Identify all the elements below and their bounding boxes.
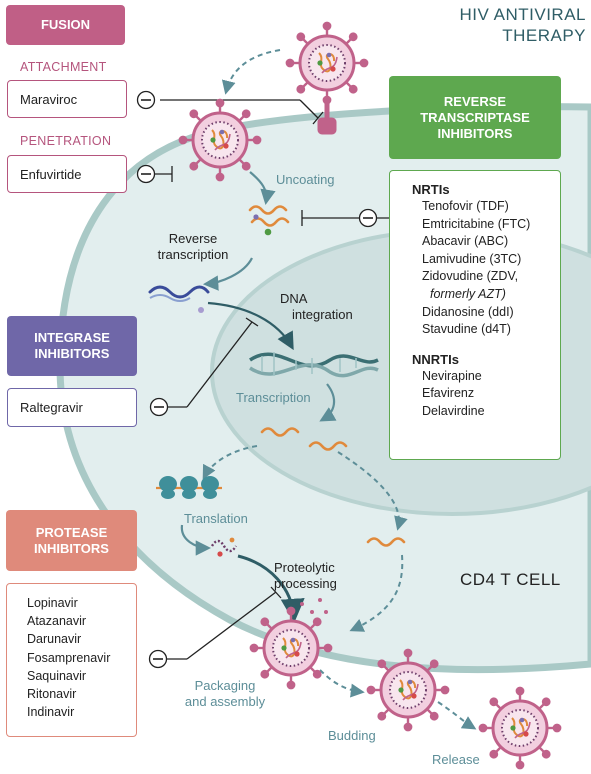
protease-drug-item: Lopinavir: [27, 596, 78, 610]
protease-header-line-2: INHIBITORS: [34, 540, 109, 556]
title-line-1: HIV ANTIVIRAL: [459, 5, 586, 24]
nnrti-item: Delavirdine: [422, 403, 485, 418]
nrti-item: Emtricitabine (FTC): [422, 216, 531, 231]
protease-drug-item: Saquinavir: [27, 668, 87, 683]
step-budding: Budding: [328, 728, 376, 743]
step-transcription: Transcription: [236, 390, 311, 405]
rti-header-line-2: TRANSCRIPTASE: [420, 109, 530, 125]
step-translation: Translation: [184, 511, 248, 526]
step-release: Release: [432, 752, 480, 767]
rti-header-line-3: INHIBITORS: [437, 125, 513, 141]
step-uncoating: Uncoating: [276, 172, 335, 187]
rti-header-line-1: REVERSE: [443, 93, 507, 109]
protease-drug-item: Fosamprenavir: [27, 650, 111, 665]
nnrti-label: NNRTIs: [412, 351, 459, 367]
penetration-label: PENETRATION: [20, 134, 112, 148]
attachment-label: ATTACHMENT: [20, 60, 107, 74]
integrase-header-line-1: INTEGRASE: [34, 330, 110, 345]
nrti-item: Lamivudine (3TC): [422, 251, 522, 266]
proteolytic-line-1: Proteolytic: [274, 560, 335, 575]
protease-drug-item: Indinavir: [27, 705, 75, 720]
nrti-item: Stavudine (d4T): [422, 322, 511, 337]
step-proteolytic-processing: Proteolytic processing: [274, 560, 337, 592]
dna-integration-line-2: integration: [292, 307, 353, 322]
step-dna-integration: DNA integration: [280, 291, 353, 323]
nrti-label: NRTIs: [412, 182, 450, 197]
protease-header-line-1: PROTEASE: [35, 524, 108, 540]
protease-drug-item: Atazanavir: [27, 614, 87, 629]
dna-integration-line-1: DNA: [280, 291, 308, 306]
nrti-item-note: formerly AZT): [430, 286, 506, 301]
step-packaging-assembly: Packaging and assembly: [170, 678, 280, 710]
raltegravir-box: Raltegravir: [7, 388, 137, 427]
nrti-item: Tenofovir (TDF): [422, 199, 509, 213]
protease-header: PROTEASE INHIBITORS: [6, 510, 137, 571]
maraviroc-box: Maraviroc: [7, 80, 127, 118]
cell-label: CD4 T CELL: [460, 570, 561, 589]
nrti-item: Zidovudine (ZDV,: [422, 269, 519, 284]
packaging-line-1: Packaging: [194, 678, 256, 693]
integrase-header: INTEGRASE INHIBITORS: [7, 316, 137, 376]
protease-drug-item: Darunavir: [27, 632, 82, 647]
integrase-header-line-2: INHIBITORS: [34, 346, 110, 361]
enfuvirtide-box: Enfuvirtide: [7, 155, 127, 193]
nrti-item: Didanosine (ddI): [422, 304, 514, 319]
diagram-title: HIV ANTIVIRAL THERAPY: [400, 4, 586, 46]
step-reverse-transcription: Reverse transcription: [148, 231, 238, 263]
nrti-item: Abacavir (ABC): [422, 234, 509, 249]
nnrti-item: Nevirapine: [422, 368, 482, 383]
nnrti-item: Efavirenz: [422, 386, 475, 401]
proteolytic-line-2: processing: [274, 576, 337, 591]
title-line-2: THERAPY: [502, 26, 586, 45]
protease-drug-item: Ritonavir: [27, 687, 77, 702]
rti-header: REVERSE TRANSCRIPTASE INHIBITORS: [389, 76, 561, 159]
fusion-header: FUSION: [6, 5, 125, 45]
protease-drug-list: Lopinavir Atazanavir Darunavir Fosampren…: [6, 583, 137, 737]
rti-drug-list: NRTIs Tenofovir (TDF) Emtricitabine (FTC…: [389, 170, 561, 460]
reverse-transcription-line-1: Reverse: [168, 231, 218, 246]
packaging-line-2: and assembly: [184, 694, 266, 709]
reverse-transcription-line-2: transcription: [157, 247, 229, 262]
